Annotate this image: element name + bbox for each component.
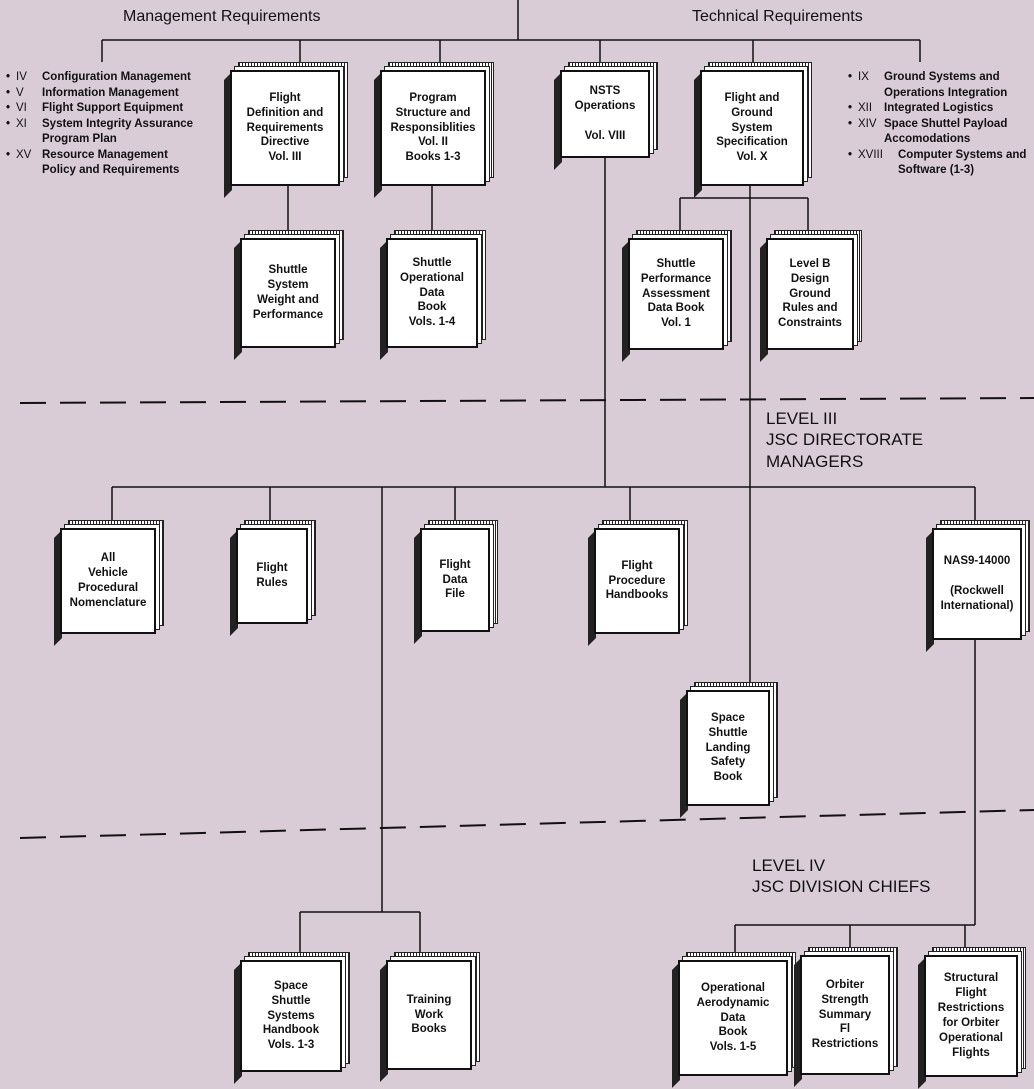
book-cover: NAS9-14000 (Rockwell International)	[932, 528, 1022, 640]
book-cover: Operational Aerodynamic Data Book Vols. …	[678, 960, 788, 1076]
book-program-structure: Program Structure and Responsiblities Vo…	[374, 62, 494, 198]
management-requirements-header: Management Requirements	[123, 8, 321, 25]
book-cover: Training Work Books	[386, 960, 472, 1070]
book-flight-data-file: Flight Data File	[414, 520, 498, 644]
book-cover: Flight Definition and Requirements Direc…	[230, 70, 340, 186]
book-flight-ground-spec: Flight and Ground System Specification V…	[694, 62, 812, 198]
book-operational-data: Shuttle Operational Data Book Vols. 1-4	[380, 230, 486, 360]
book-cover: Shuttle Performance Assessment Data Book…	[628, 238, 724, 350]
book-weight-performance: Shuttle System Weight and Performance	[234, 230, 344, 360]
book-level-b-design: Level B Design Ground Rules and Constrai…	[760, 230, 862, 362]
book-cover: NSTS Operations Vol. VIII	[560, 70, 650, 158]
book-cover: Space Shuttle Systems Handbook Vols. 1-3	[240, 960, 342, 1072]
book-cover: Flight Procedure Handbooks	[594, 528, 680, 634]
book-procedure-handbooks: Flight Procedure Handbooks	[588, 520, 688, 646]
book-nsts-operations: NSTS Operations Vol. VIII	[554, 62, 658, 170]
book-aerodynamic-data: Operational Aerodynamic Data Book Vols. …	[672, 952, 796, 1088]
book-cover: Flight Data File	[420, 528, 490, 632]
book-orbiter-strength: Orbiter Strength Summary Fl Restrictions	[794, 947, 898, 1087]
book-structural-restrictions: Structural Flight Restrictions for Orbit…	[918, 947, 1026, 1089]
book-systems-handbook: Space Shuttle Systems Handbook Vols. 1-3	[234, 952, 350, 1084]
technical-requirements-header: Technical Requirements	[692, 8, 863, 25]
book-cover: Program Structure and Responsiblities Vo…	[380, 70, 486, 186]
book-nas9-14000: NAS9-14000 (Rockwell International)	[926, 520, 1030, 652]
level-iii-label: LEVEL III JSC DIRECTORATE MANAGERS	[766, 409, 924, 471]
book-cover: Structural Flight Restrictions for Orbit…	[924, 955, 1018, 1077]
book-cover: All Vehicle Procedural Nomenclature	[60, 528, 156, 634]
book-flight-rules: Flight Rules	[230, 520, 316, 636]
book-cover: Orbiter Strength Summary Fl Restrictions	[800, 955, 890, 1075]
book-cover: Level B Design Ground Rules and Constrai…	[766, 238, 854, 350]
book-procedural-nomenclature: All Vehicle Procedural Nomenclature	[54, 520, 164, 646]
book-flight-definition: Flight Definition and Requirements Direc…	[224, 62, 348, 198]
book-cover: Space Shuttle Landing Safety Book	[686, 690, 770, 806]
book-performance-assessment: Shuttle Performance Assessment Data Book…	[622, 230, 732, 362]
book-training-workbooks: Training Work Books	[380, 952, 480, 1082]
book-cover: Flight and Ground System Specification V…	[700, 70, 804, 186]
book-landing-safety: Space Shuttle Landing Safety Book	[680, 682, 778, 818]
book-cover: Shuttle Operational Data Book Vols. 1-4	[386, 238, 478, 348]
book-cover: Shuttle System Weight and Performance	[240, 238, 336, 348]
level-iv-label: LEVEL IV JSC DIVISION CHIEFS	[752, 856, 931, 897]
book-cover: Flight Rules	[236, 528, 308, 624]
